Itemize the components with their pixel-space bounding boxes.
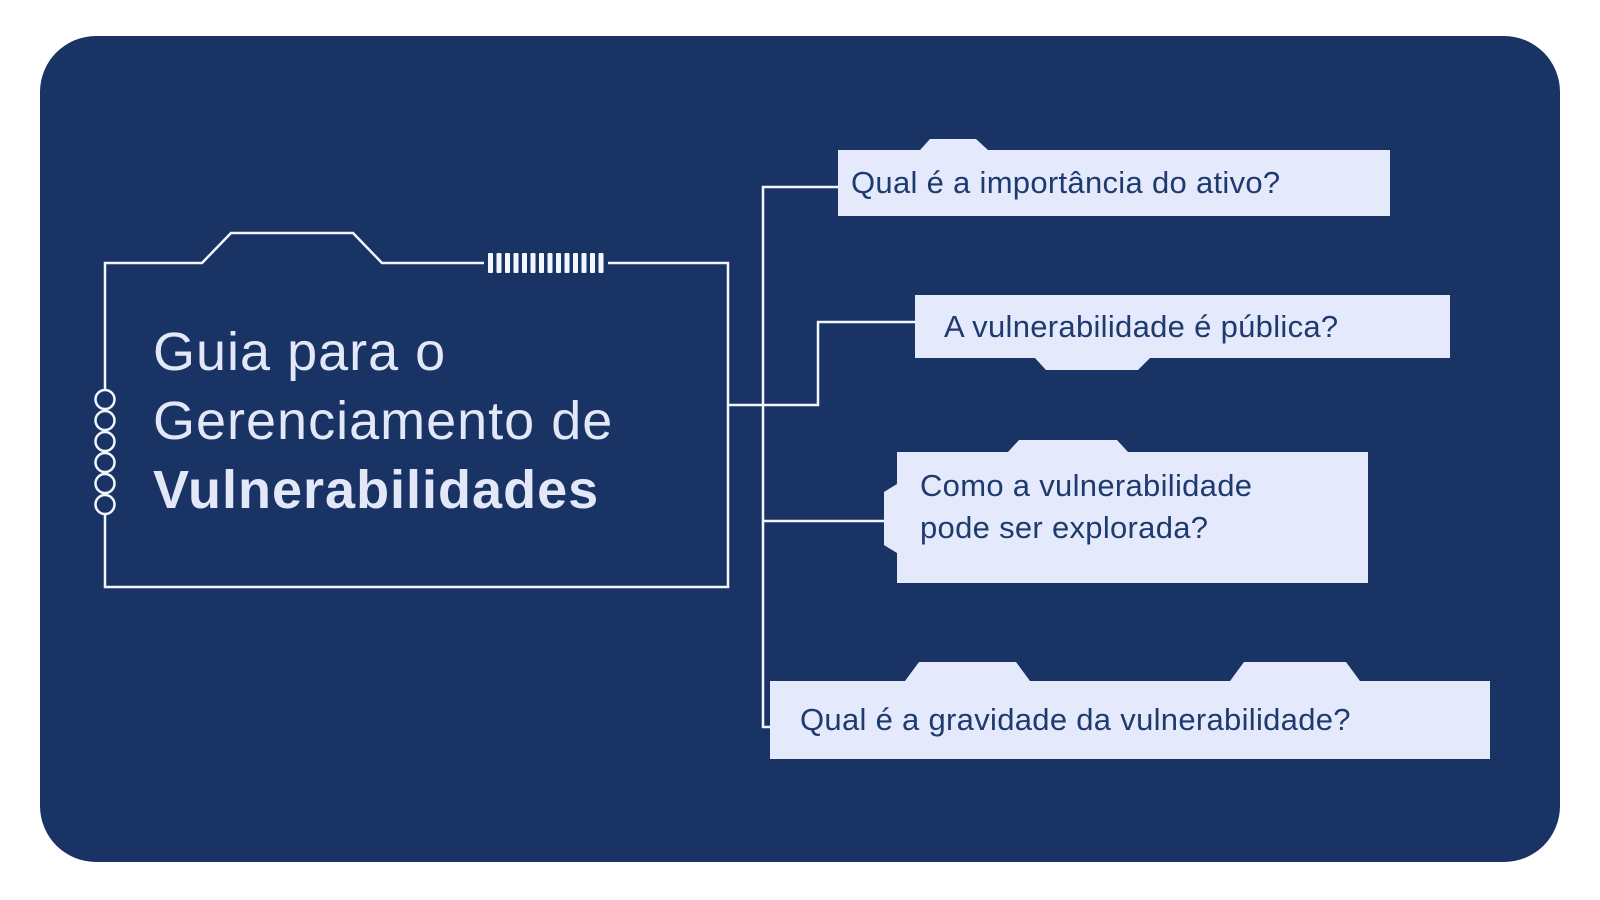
zipper-dash <box>547 253 553 273</box>
chain-circle <box>94 409 116 432</box>
chain-circle <box>94 451 116 474</box>
zipper-dashes-decoration <box>488 253 604 273</box>
title-folder-outline <box>103 231 730 589</box>
zipper-dash <box>505 253 510 273</box>
zipper-dash <box>598 253 604 273</box>
connector-trunk <box>761 185 838 729</box>
zipper-dash <box>513 253 519 273</box>
question-box-4-shape <box>770 662 1490 759</box>
title-line-3: Vulnerabilidades <box>153 460 600 520</box>
question-box-1-shape <box>838 139 1390 216</box>
connector-branch-2 <box>728 320 915 407</box>
title-line-1: Guia para o <box>153 322 447 382</box>
circle-chain-decoration <box>94 388 116 516</box>
zipper-dash <box>488 253 493 273</box>
chain-circle <box>94 388 116 411</box>
zipper-dash <box>496 253 502 273</box>
question-label-4: Qual é a gravidade da vulnerabilidade? <box>800 702 1351 737</box>
zipper-dash <box>573 253 578 273</box>
question-box-2-shape <box>915 295 1450 370</box>
question-label-3: Como a vulnerabilidade pode ser explorad… <box>920 465 1252 549</box>
question-label-1: Qual é a importância do ativo? <box>851 165 1281 200</box>
title-line-2: Gerenciamento de <box>153 391 614 451</box>
zipper-dash <box>539 253 544 273</box>
chain-circle <box>94 493 116 516</box>
zipper-dash <box>530 253 536 273</box>
zipper-dash <box>522 253 527 273</box>
zipper-dash <box>556 253 561 273</box>
question-label-2: A vulnerabilidade é pública? <box>944 309 1339 344</box>
question-label-3-line-1: Como a vulnerabilidade <box>920 468 1253 503</box>
page-title: Guia para o Gerenciamento de Vulnerabili… <box>153 318 613 525</box>
chain-circle <box>94 430 116 453</box>
zipper-dash <box>581 253 587 273</box>
zipper-dash <box>590 253 595 273</box>
question-box-3-shape <box>884 440 1368 583</box>
chain-circle <box>94 472 116 495</box>
zipper-dash <box>564 253 570 273</box>
question-label-3-line-2: pode ser explorada? <box>920 510 1209 545</box>
